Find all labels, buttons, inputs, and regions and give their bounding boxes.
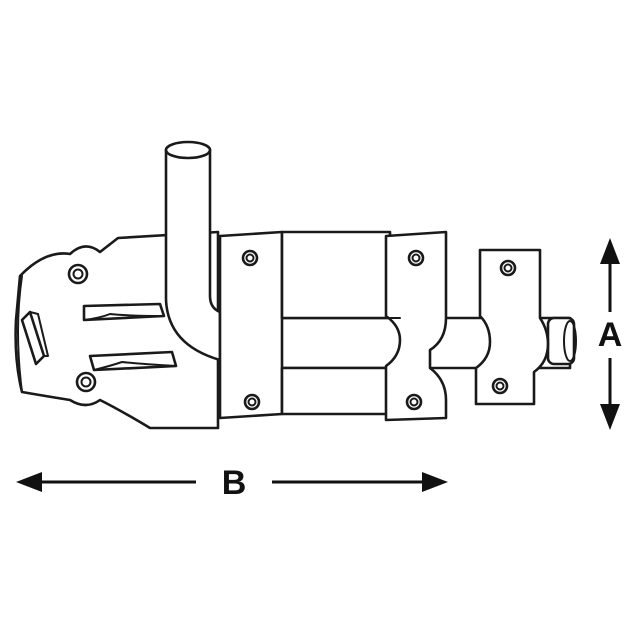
bolt-tip bbox=[546, 316, 577, 366]
dimension-b: B bbox=[16, 464, 448, 502]
dimension-b-label: B bbox=[222, 464, 247, 502]
screw-hole-top-left bbox=[67, 263, 89, 285]
punched-tab-upper bbox=[82, 302, 166, 322]
front-strap bbox=[218, 230, 392, 420]
front-keeper bbox=[474, 248, 550, 406]
dimension-a-label: A bbox=[598, 316, 623, 354]
fixing-slot bbox=[20, 310, 49, 366]
screw-hole-bottom-left bbox=[75, 371, 97, 393]
punched-tab-lower bbox=[88, 350, 178, 372]
middle-staple bbox=[384, 230, 448, 422]
bolt-handle bbox=[164, 140, 222, 362]
dimension-a: A bbox=[598, 238, 623, 430]
